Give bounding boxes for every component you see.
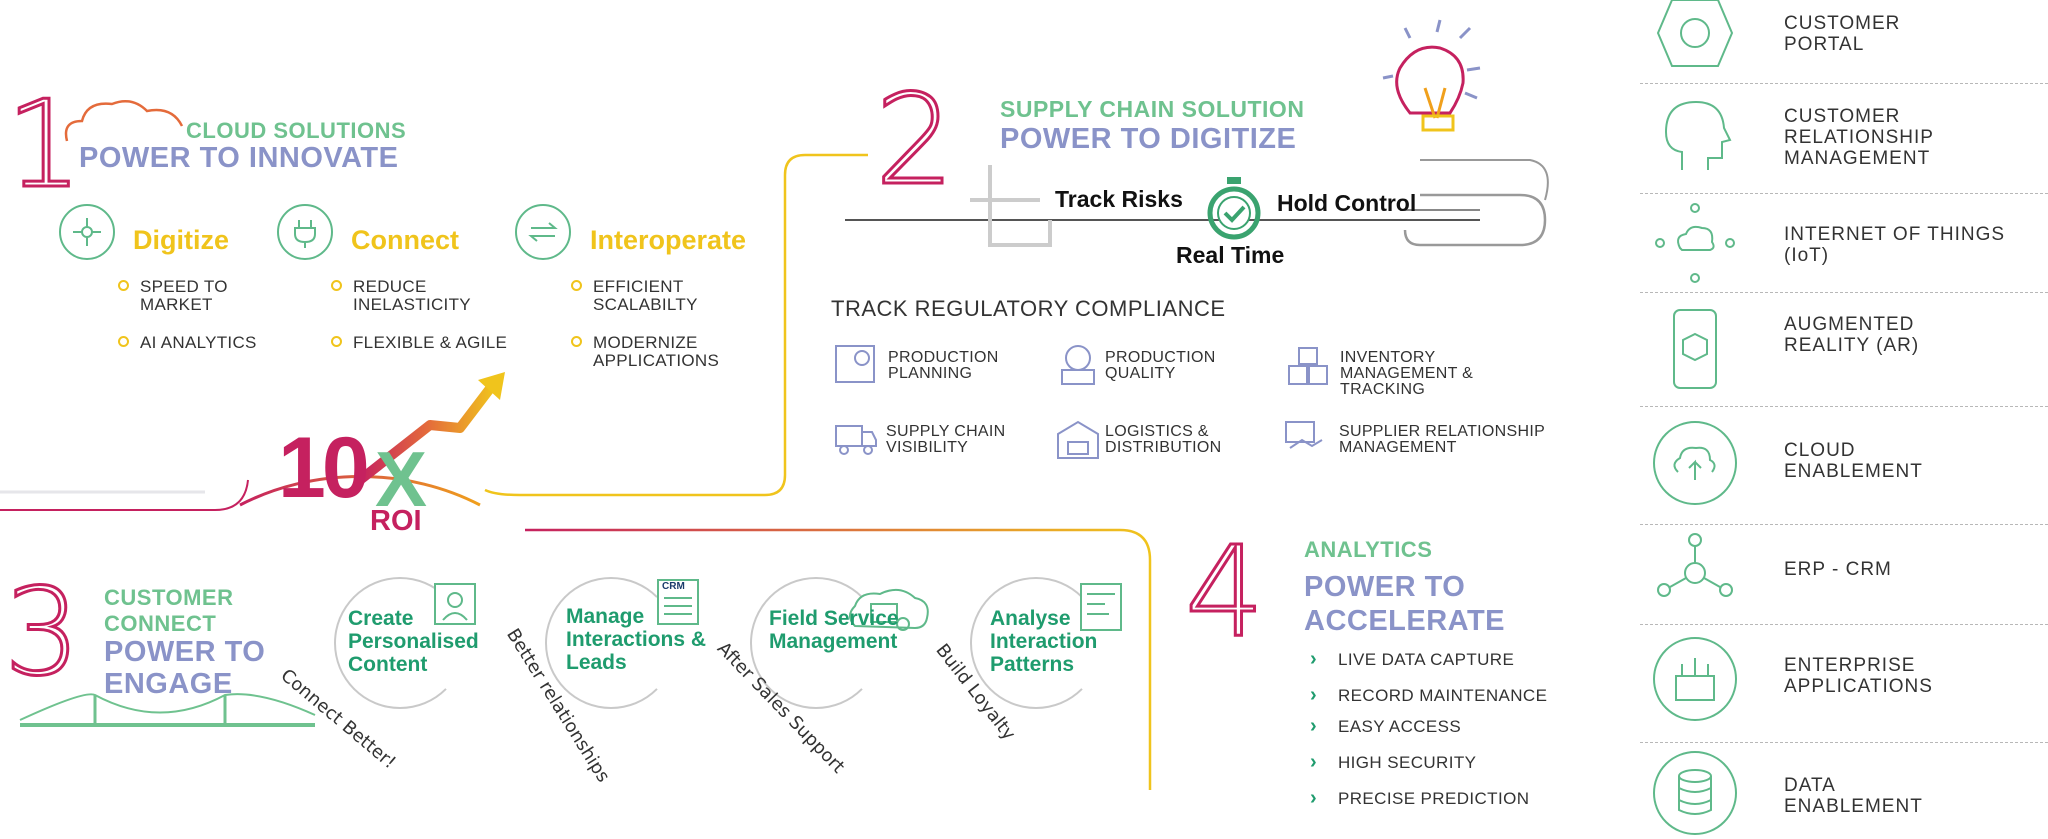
bullet-efficient-scalability: EFFICIENT SCALABILTY [571, 278, 723, 314]
crm-badge: CRM [662, 581, 685, 592]
warehouse-truck-icon [1057, 420, 1099, 459]
bridge-graphic [19, 693, 316, 727]
chevron-right-icon: › [1310, 787, 1318, 809]
rp-erp-crm: ERP - CRM [1784, 559, 1892, 580]
card-circle-analyse [970, 577, 1102, 709]
hold-control-label: Hold Control [1277, 190, 1417, 216]
analytics-card-icon [1080, 583, 1122, 631]
section1-subtitle: CLOUD SOLUTIONS [186, 118, 407, 143]
sc-supply-chain-visibility: SUPPLY CHAIN VISIBILITY [886, 423, 1006, 456]
roi-label: ROI [370, 505, 422, 537]
rp-separator [1640, 292, 2048, 293]
card-circle-field [750, 577, 882, 709]
sc-supplier-relationship: SUPPLIER RELATIONSHIP MANAGEMENT [1339, 423, 1545, 456]
bullet-flexible-agile: FLEXIBLE & AGILE [331, 334, 507, 352]
section3-title: POWER TO ENGAGE [104, 636, 266, 700]
cloud-upload-icon [1653, 421, 1737, 505]
boxes-icon [1288, 347, 1328, 385]
sc-inventory-management: INVENTORY MANAGEMENT & TRACKING [1340, 349, 1474, 398]
rp-separator [1640, 742, 2048, 743]
truck-eye-icon [835, 425, 877, 455]
exchange-arrows-icon [515, 204, 571, 260]
roi-ten: 10 [278, 420, 370, 516]
chevron-right-icon: › [1310, 684, 1318, 706]
cloud-icon [64, 99, 184, 142]
pillar-interoperate-title: Interoperate [590, 225, 747, 255]
rp-iot: INTERNET OF THINGS (IoT) [1784, 224, 2006, 266]
analytics-item-prediction: ›PRECISE PREDICTION [1310, 787, 1530, 809]
laptop-network-icon [1653, 637, 1737, 721]
plug-icon [277, 204, 333, 260]
rp-enterprise-applications: ENTERPRISE APPLICATIONS [1784, 655, 1933, 697]
section4-title: POWER TO ACCELERATE [1304, 571, 1506, 637]
compliance-heading: TRACK REGULATORY COMPLIANCE [831, 296, 1226, 321]
pillar-connect-title: Connect [351, 225, 459, 255]
rp-crm: CUSTOMER RELATIONSHIP MANAGEMENT [1784, 106, 1934, 169]
bullet-reduce-inelasticity: REDUCE INELASTICITY [331, 278, 493, 314]
track-risks-label: Track Risks [1055, 186, 1183, 212]
real-time-label: Real Time [1176, 242, 1285, 268]
quality-badge-icon [1061, 345, 1095, 385]
profile-card-icon [434, 583, 476, 625]
section2-subtitle: SUPPLY CHAIN SOLUTION [1000, 96, 1305, 122]
analytics-item-security: ›HIGH SECURITY [1310, 751, 1477, 773]
sc-production-planning: PRODUCTION PLANNING [888, 349, 999, 382]
rp-separator [1640, 193, 2048, 194]
chevron-right-icon: › [1310, 751, 1318, 773]
handshake-icon [1285, 421, 1323, 449]
card-manage-leads-title: Manage Interactions & Leads [566, 605, 707, 674]
circuit-icon [59, 204, 115, 260]
section1-number: 1 [4, 76, 83, 215]
gear-blueprint-icon [835, 345, 875, 383]
database-icon [1653, 751, 1737, 835]
rp-separator [1640, 83, 2048, 84]
bullet-speed-to-market: SPEED TO MARKET [118, 278, 260, 314]
section2-number: 2 [874, 68, 957, 213]
sc-logistics-distribution: LOGISTICS & DISTRIBUTION [1105, 423, 1222, 456]
analytics-item-record: ›RECORD MAINTENANCE [1310, 684, 1548, 706]
section4-number: 4 [1184, 520, 1267, 665]
section2-title: POWER TO DIGITIZE [1000, 123, 1297, 155]
rp-separator [1640, 406, 2048, 407]
crm-icon [657, 579, 699, 625]
section3-number: 3 [2, 564, 81, 703]
roi-x: X [375, 435, 428, 523]
card-circle-leads [545, 577, 677, 709]
rp-separator [1640, 524, 2048, 525]
phone-cube-icon [1673, 309, 1717, 389]
analytics-item-easy-access: ›EASY ACCESS [1310, 715, 1462, 737]
chevron-right-icon: › [1310, 715, 1318, 737]
card-field-service-title: Field Service Management [769, 607, 899, 653]
truck-calendar-icon [849, 588, 929, 631]
ai-head-icon [1664, 100, 1732, 170]
section1-title: POWER TO INNOVATE [79, 142, 399, 174]
network-nodes-icon [1657, 533, 1733, 597]
sc-production-quality: PRODUCTION QUALITY [1105, 349, 1216, 382]
rp-cloud-enablement: CLOUD ENABLEMENT [1784, 440, 1923, 482]
section4-subtitle: ANALYTICS [1304, 537, 1433, 562]
rp-ar: AUGMENTED REALITY (AR) [1784, 314, 1920, 356]
rp-customer-portal: CUSTOMER PORTAL [1784, 13, 1901, 55]
brain-circuit-icon [1656, 0, 1734, 67]
section3-subtitle: CUSTOMER CONNECT [104, 585, 234, 636]
card-create-content-title: Create Personalised Content [348, 607, 479, 676]
card-circle-content [334, 577, 466, 709]
chevron-right-icon: › [1310, 648, 1318, 670]
bullet-modernize-applications: MODERNIZE APPLICATIONS [571, 334, 743, 370]
card-analyse-title: Analyse Interaction Patterns [990, 607, 1098, 676]
stopwatch-icon [1207, 177, 1261, 240]
rp-data-enablement: DATA ENABLEMENT [1784, 775, 1923, 817]
lightbulb-icon [1382, 19, 1481, 132]
rp-separator [1640, 624, 2048, 625]
pillar-digitize-title: Digitize [133, 225, 230, 255]
bullet-ai-analytics: AI ANALYTICS [118, 334, 257, 352]
analytics-item-live-data: ›LIVE DATA CAPTURE [1310, 648, 1515, 670]
cloud-network-icon [1655, 203, 1735, 283]
